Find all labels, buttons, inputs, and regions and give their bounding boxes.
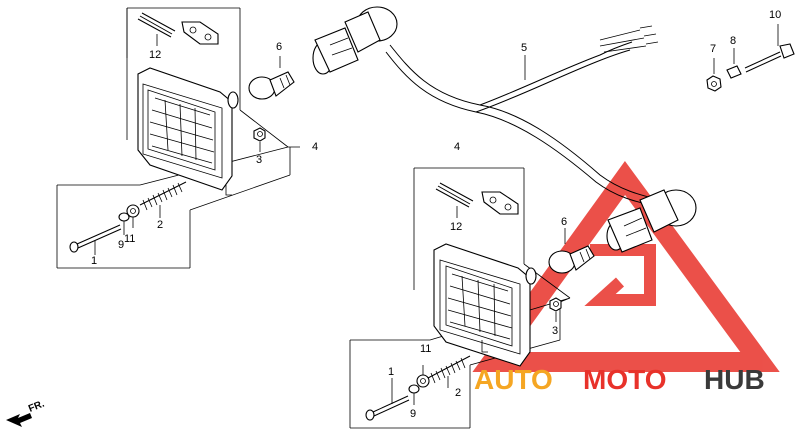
upper-socket [312, 6, 398, 75]
right-clip-12 [435, 182, 519, 218]
right-socket [606, 189, 697, 253]
right-screw-1 [365, 378, 410, 421]
callout-11-right: 11 [420, 343, 431, 355]
callout-2-right: 2 [455, 387, 461, 399]
callout-6-left: 6 [276, 41, 282, 53]
right-nut-3 [549, 297, 562, 322]
callout-9-left: 9 [118, 239, 124, 251]
watermark-g-mark [584, 244, 656, 306]
left-bulb-6 [248, 56, 295, 100]
callout-6-right: 6 [561, 216, 567, 228]
watermark-hub: HUB [704, 364, 765, 395]
left-nut-3 [253, 127, 266, 152]
right-bulb-6 [548, 228, 595, 274]
wiring-harness-5 [385, 25, 661, 207]
callout-4-left: 4 [312, 141, 318, 153]
left-headlight [137, 67, 239, 196]
callout-9-right: 9 [410, 408, 416, 420]
callout-3-left: 3 [256, 154, 262, 166]
callout-5: 5 [521, 42, 527, 54]
left-washers-9-11 [118, 204, 140, 235]
callout-8: 8 [730, 35, 736, 47]
right-spring-2 [427, 355, 471, 388]
watermark-auto: AUTO [474, 364, 553, 395]
callout-2-left: 2 [157, 219, 163, 231]
front-direction-indicator: FR. [6, 398, 46, 427]
watermark-text: AUTO MOTO HUB [474, 364, 765, 395]
callout-7: 7 [710, 43, 716, 55]
callouts: 12 6 3 4 2 11 9 1 5 7 8 10 4 12 6 3 11 1… [91, 9, 781, 420]
callout-10: 10 [769, 9, 781, 21]
left-clip-12 [137, 12, 219, 46]
bolt-10 [744, 24, 795, 73]
right-headlight [433, 243, 537, 367]
callout-11-left: 11 [124, 233, 135, 245]
callout-1-left: 1 [91, 255, 97, 267]
callout-1-right: 1 [388, 366, 394, 378]
callout-4-right: 4 [454, 141, 460, 153]
nut-7 [706, 58, 722, 92]
left-spring-2 [139, 181, 187, 218]
callout-12-right: 12 [450, 221, 462, 233]
watermark-moto: MOTO [583, 364, 666, 395]
left-screw-1 [69, 224, 122, 255]
callout-12-left: 12 [149, 49, 161, 61]
right-washers-9-11 [408, 365, 430, 405]
callout-3-right: 3 [552, 325, 558, 337]
direction-label: FR. [27, 398, 46, 414]
collar-8 [726, 48, 742, 79]
